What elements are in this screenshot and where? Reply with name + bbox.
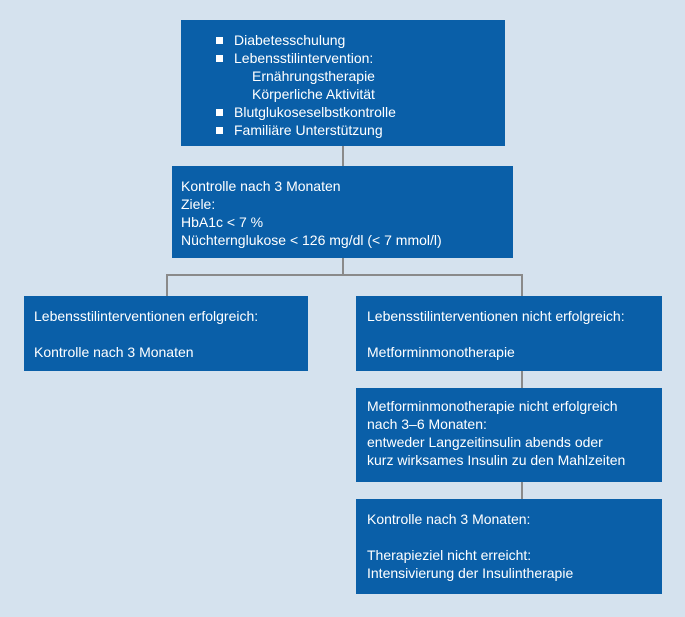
hba1c-goal: HbA1c < 7 % (181, 214, 264, 230)
spacer (34, 325, 308, 343)
intensify-insulin-therapy: Intensivierung der Insulintherapie (367, 565, 574, 581)
bullet-square-icon (216, 127, 223, 134)
connector-box4-box5 (521, 371, 523, 388)
measure-item: Familiäre Unterstützung (216, 121, 505, 139)
measure-label: Blutglukoseselbstkontrolle (234, 104, 396, 120)
metformin-failure-line4: kurz wirksames Insulin zu den Mahlzeiten (367, 452, 626, 468)
lifestyle-success-box: Lebensstilinterventionen erfolgreich: Ko… (24, 296, 308, 371)
metformin-failure-line3: entweder Langzeitinsulin abends oder (367, 434, 603, 450)
connector-split-box4 (521, 274, 523, 296)
goals-label: Ziele: (181, 196, 216, 212)
measure-label: Diabetesschulung (234, 32, 346, 48)
lifestyle-success-label: Lebensstilinterventionen erfolgreich: (34, 308, 259, 324)
lifestyle-failure-label: Lebensstilinterventionen nicht erfolgrei… (367, 308, 625, 324)
measure-label: Lebensstilintervention: (234, 50, 374, 66)
insulin-intensification-box: Kontrolle nach 3 Monaten: Therapieziel n… (356, 499, 662, 594)
connector-split-box3 (166, 274, 168, 296)
metformin-failure-line2: nach 3–6 Monaten: (367, 416, 487, 432)
connector-box1-box2 (342, 146, 344, 166)
control-after-3-months: Kontrolle nach 3 Monaten (34, 344, 194, 360)
metformin-failure-line1: Metforminmonotherapie nicht erfolgreich (367, 398, 618, 414)
spacer (367, 325, 662, 343)
measure-subitem: Körperliche Aktivität (252, 86, 375, 102)
goal-not-reached: Therapieziel nicht erreicht: (367, 547, 532, 563)
lifestyle-failure-box: Lebensstilinterventionen nicht erfolgrei… (356, 296, 662, 371)
metformin-failure-box: Metforminmonotherapie nicht erfolgreich … (356, 388, 662, 482)
connector-box2-split (342, 258, 344, 276)
measure-item: Diabetesschulung (216, 31, 505, 49)
control-goals-box: Kontrolle nach 3 Monaten Ziele: HbA1c < … (172, 166, 513, 258)
measure-item: Lebensstilintervention: (216, 49, 505, 67)
metformin-monotherapy: Metforminmonotherapie (367, 344, 515, 360)
measure-subitem: Ernährungstherapie (252, 68, 375, 84)
bullet-square-icon (216, 37, 223, 44)
measure-label: Familiäre Unterstützung (234, 122, 383, 138)
connector-box5-box6 (521, 482, 523, 499)
spacer (367, 528, 662, 546)
connector-horizontal-split (166, 274, 523, 276)
control-label: Kontrolle nach 3 Monaten (181, 178, 341, 194)
bullet-square-icon (216, 109, 223, 116)
control-after-3-months-label: Kontrolle nach 3 Monaten: (367, 511, 531, 527)
measure-item: Blutglukoseselbstkontrolle (216, 103, 505, 121)
bullet-square-icon (216, 55, 223, 62)
fasting-glucose-goal: Nüchternglukose < 126 mg/dl (< 7 mmol/l) (181, 232, 442, 248)
